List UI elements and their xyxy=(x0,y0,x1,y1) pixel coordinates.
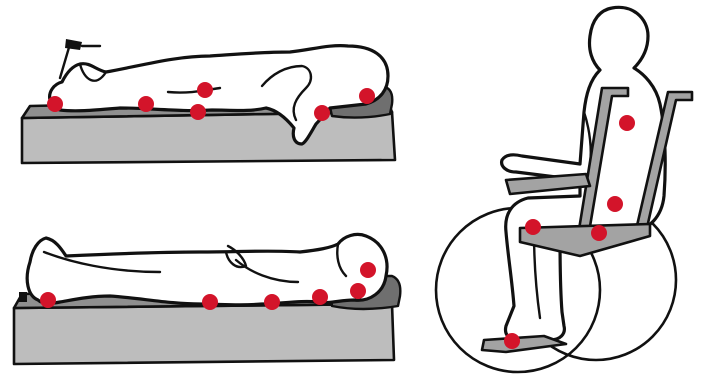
footplate xyxy=(482,336,566,352)
pressure-point xyxy=(619,115,635,131)
side-lying-panel xyxy=(22,39,395,163)
armrest xyxy=(506,174,590,194)
heel-block xyxy=(19,292,27,302)
pressure-point xyxy=(47,96,63,112)
wheelchair-panel xyxy=(436,7,692,372)
pressure-point xyxy=(197,82,213,98)
pressure-point xyxy=(190,104,206,120)
pressure-point xyxy=(591,225,607,241)
pressure-point xyxy=(264,294,280,310)
pressure-point xyxy=(504,333,520,349)
pressure-point xyxy=(202,294,218,310)
pressure-point xyxy=(360,262,376,278)
pressure-point xyxy=(312,289,328,305)
pressure-point xyxy=(350,283,366,299)
supine-body xyxy=(27,234,387,304)
pressure-point xyxy=(138,96,154,112)
pressure-point xyxy=(359,88,375,104)
supine-panel xyxy=(14,234,400,364)
pressure-point xyxy=(607,196,623,212)
pressure-point xyxy=(525,219,541,235)
pressure-point xyxy=(314,105,330,121)
pressure-point xyxy=(40,292,56,308)
